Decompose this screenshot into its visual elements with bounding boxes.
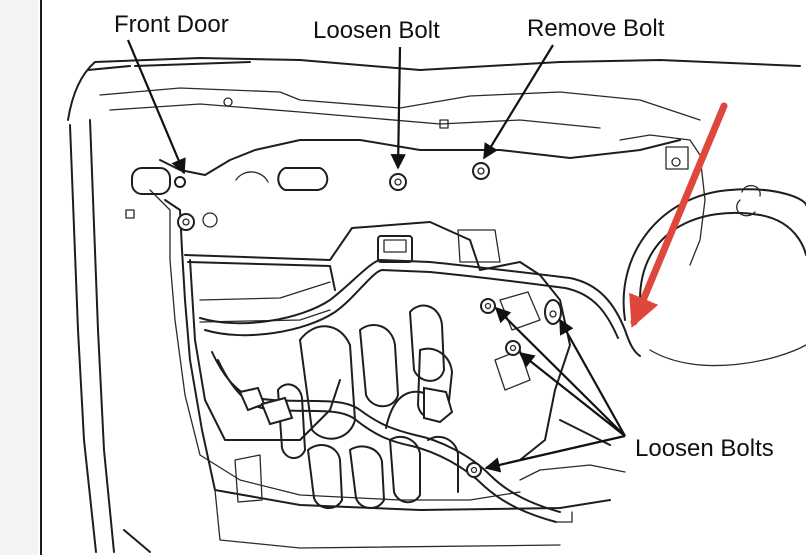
loosen-bolts-pointer-2	[518, 352, 626, 437]
bolts	[177, 162, 562, 478]
window-regulator-plate	[184, 221, 571, 509]
page-margin-rule	[0, 0, 42, 555]
loosen-bolt-d	[466, 462, 482, 478]
loosen-bolts-pointer-1	[494, 306, 626, 437]
front-door-pointer	[126, 39, 186, 175]
wiring-harness	[199, 259, 641, 523]
door-inner-panel	[67, 57, 806, 553]
loosen-bolt-top	[389, 173, 407, 191]
front-door-label: Front Door	[114, 11, 229, 38]
front-door-bolt	[177, 212, 218, 231]
red-highlight-arrow	[629, 102, 728, 328]
loosen-bolts-pointer-4	[484, 434, 626, 473]
remove-bolt-pointer	[483, 44, 554, 160]
loosen-bolt-c	[544, 299, 562, 325]
loosen-bolt-label: Loosen Bolt	[313, 17, 440, 44]
upper-openings	[125, 119, 449, 219]
loosen-bolt-pointer	[390, 46, 406, 170]
loosen-bolt-b	[505, 340, 521, 356]
remove-bolt-label: Remove Bolt	[527, 15, 665, 42]
loosen-bolt-a	[480, 298, 496, 314]
remove-bolt	[472, 162, 490, 180]
callout-pointers	[126, 39, 626, 473]
loosen-bolts-pointer-3	[559, 318, 626, 437]
loosen-bolts-label: Loosen Bolts	[635, 435, 774, 462]
